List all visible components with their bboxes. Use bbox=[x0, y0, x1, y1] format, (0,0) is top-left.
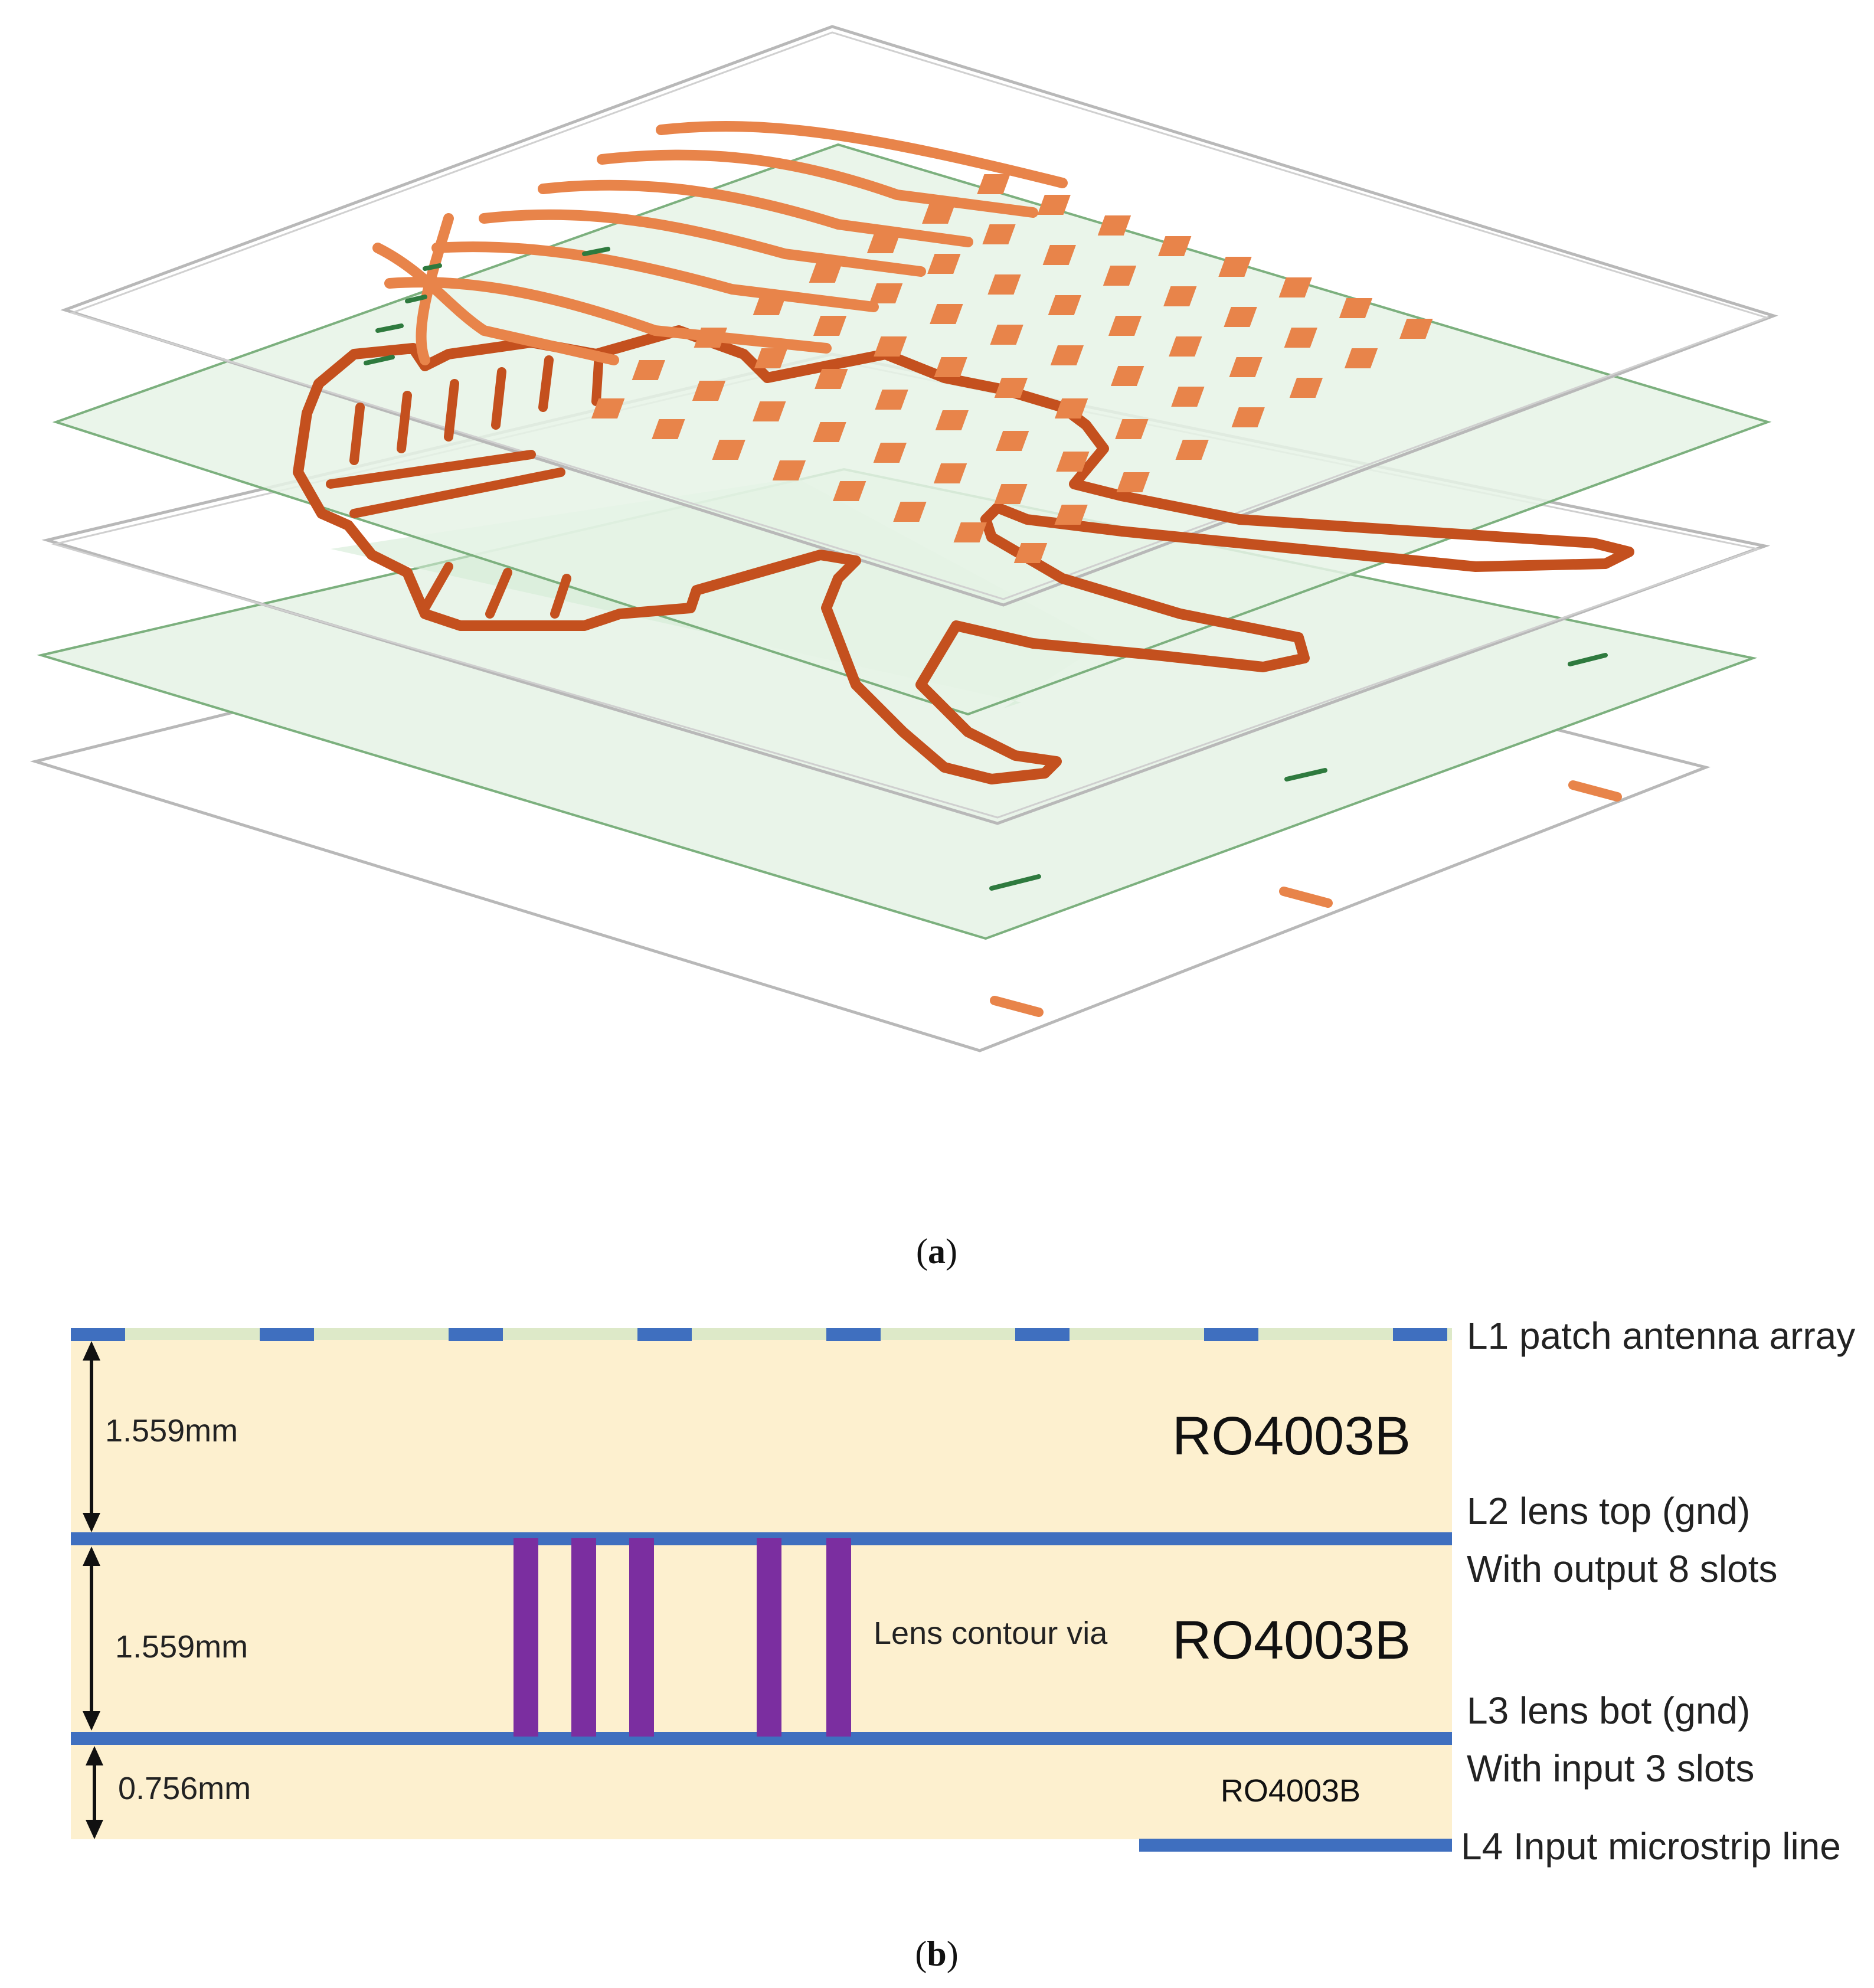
lens-contour-vias bbox=[514, 1538, 851, 1737]
material-label-top: RO4003B bbox=[1172, 1406, 1411, 1466]
l3-ground-plane bbox=[71, 1732, 1452, 1745]
input-microstrip-stubs bbox=[990, 780, 1622, 1017]
patch-antenna-array bbox=[591, 174, 1433, 563]
layer-label-l2-slots: With output 8 slots bbox=[1467, 1548, 1777, 1590]
patch-elements bbox=[71, 1328, 1447, 1341]
layer-label-l2: L2 lens top (gnd) bbox=[1467, 1490, 1750, 1532]
layer-outline-top-inner bbox=[69, 31, 1770, 600]
thickness-label-bottom: 0.756mm bbox=[118, 1771, 251, 1806]
substrate-bottom bbox=[71, 1744, 1452, 1839]
thickness-label-top: 1.559mm bbox=[105, 1413, 238, 1449]
caption-a: (a) bbox=[916, 1232, 957, 1271]
material-label-bottom: RO4003B bbox=[1221, 1773, 1360, 1809]
patch-layer-strip bbox=[71, 1328, 1452, 1340]
thickness-label-middle: 1.559mm bbox=[115, 1629, 248, 1665]
layer-label-l3: L3 lens bot (gnd) bbox=[1467, 1689, 1750, 1732]
lens-contour-trace bbox=[293, 325, 1634, 784]
layer-label-l4: L4 Input microstrip line bbox=[1461, 1825, 1841, 1868]
via-label: Lens contour via bbox=[874, 1616, 1108, 1651]
substrate-top bbox=[71, 1339, 1452, 1533]
layer-outline-top bbox=[60, 25, 1778, 607]
caption-b: (b) bbox=[915, 1934, 958, 1973]
dimension-arrows bbox=[83, 1341, 103, 1839]
antenna-feed-lines bbox=[372, 121, 1068, 365]
lens-port-stubs bbox=[293, 349, 604, 619]
output-slots bbox=[364, 247, 610, 365]
material-label-middle: RO4003B bbox=[1172, 1610, 1411, 1670]
layer-label-l1: L1 patch antenna array bbox=[1467, 1315, 1855, 1357]
panel-a-3d-layer-view bbox=[30, 25, 1778, 1052]
l4-microstrip bbox=[1139, 1839, 1452, 1852]
input-slots bbox=[989, 653, 1608, 891]
layer-label-l3-slots: With input 3 slots bbox=[1467, 1747, 1754, 1790]
panel-b-cross-section: 1.559mm 1.559mm 0.756mm RO4003B RO4003B … bbox=[71, 1315, 1855, 1868]
